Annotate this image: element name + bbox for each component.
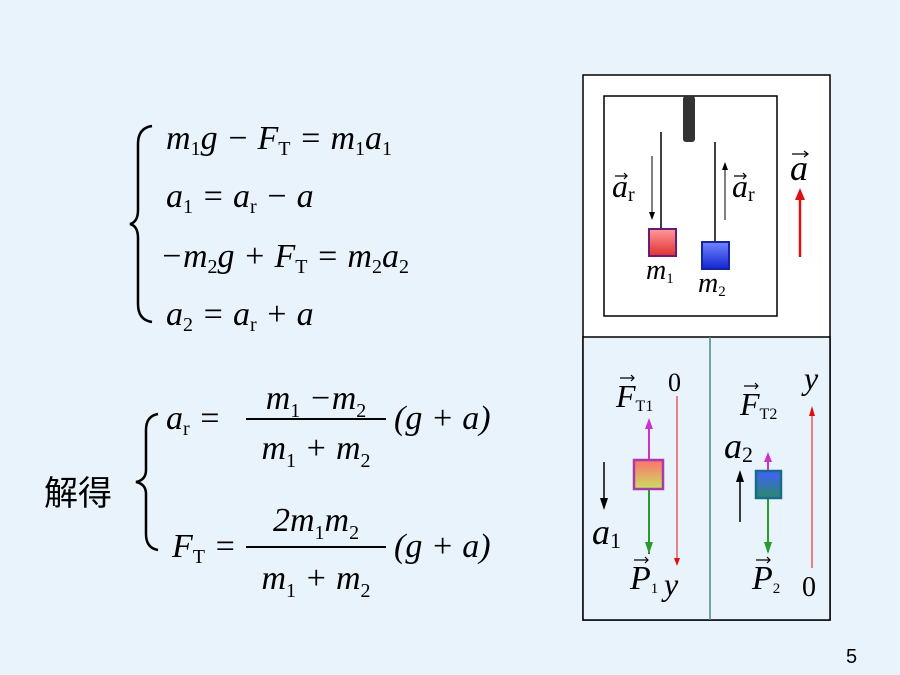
- equation-2: a1 = ar − a: [166, 178, 314, 218]
- vector-marks: [615, 150, 809, 564]
- ft-tail: (g + a): [394, 528, 491, 565]
- label-ft2: FT2: [740, 386, 778, 423]
- label-ar-left: ar: [612, 168, 635, 206]
- label-zero-left: 0: [668, 368, 681, 397]
- ar-fraction-line: [246, 418, 386, 420]
- ar-lhs: ar =: [166, 400, 222, 440]
- system-brace-1: [129, 124, 153, 324]
- ft-lhs: FT =: [172, 528, 237, 568]
- label-m1: m1: [646, 255, 674, 287]
- ar-denominator: m1 + m2: [261, 430, 371, 472]
- label-y-left: y: [664, 566, 679, 602]
- equation-4: a2 = ar + a: [166, 296, 314, 336]
- equation-3: −m2g + FT = m2a2: [160, 238, 409, 278]
- ft-numerator: 2m1m2: [272, 502, 360, 544]
- system-brace-2: [135, 412, 159, 552]
- diagram-svg: [582, 74, 831, 621]
- ar-tail: (g + a): [394, 400, 491, 437]
- label-p2: P2: [752, 560, 781, 597]
- ar-numerator: m1 −m2: [265, 380, 367, 422]
- label-zero-right: 0: [802, 572, 816, 603]
- ft-fraction-line: [246, 546, 386, 548]
- label-a2: a2: [724, 426, 753, 467]
- label-a1: a1: [592, 512, 621, 553]
- physics-diagram: ar ar a m1 m2 FT1 0 a1 P1 y FT2 y a2 P2 …: [582, 74, 831, 621]
- label-ft1: FT1: [616, 378, 654, 415]
- label-a-accel: a: [790, 148, 808, 188]
- page-number: 5: [846, 646, 858, 668]
- solve-label: 解得: [44, 474, 112, 514]
- label-p1: P1: [630, 560, 659, 597]
- equation-1: m1g − FT = m1a1: [166, 120, 392, 160]
- ft-denominator: m1 + m2: [261, 560, 371, 602]
- label-y-right: y: [804, 360, 819, 396]
- label-m2: m2: [698, 268, 726, 300]
